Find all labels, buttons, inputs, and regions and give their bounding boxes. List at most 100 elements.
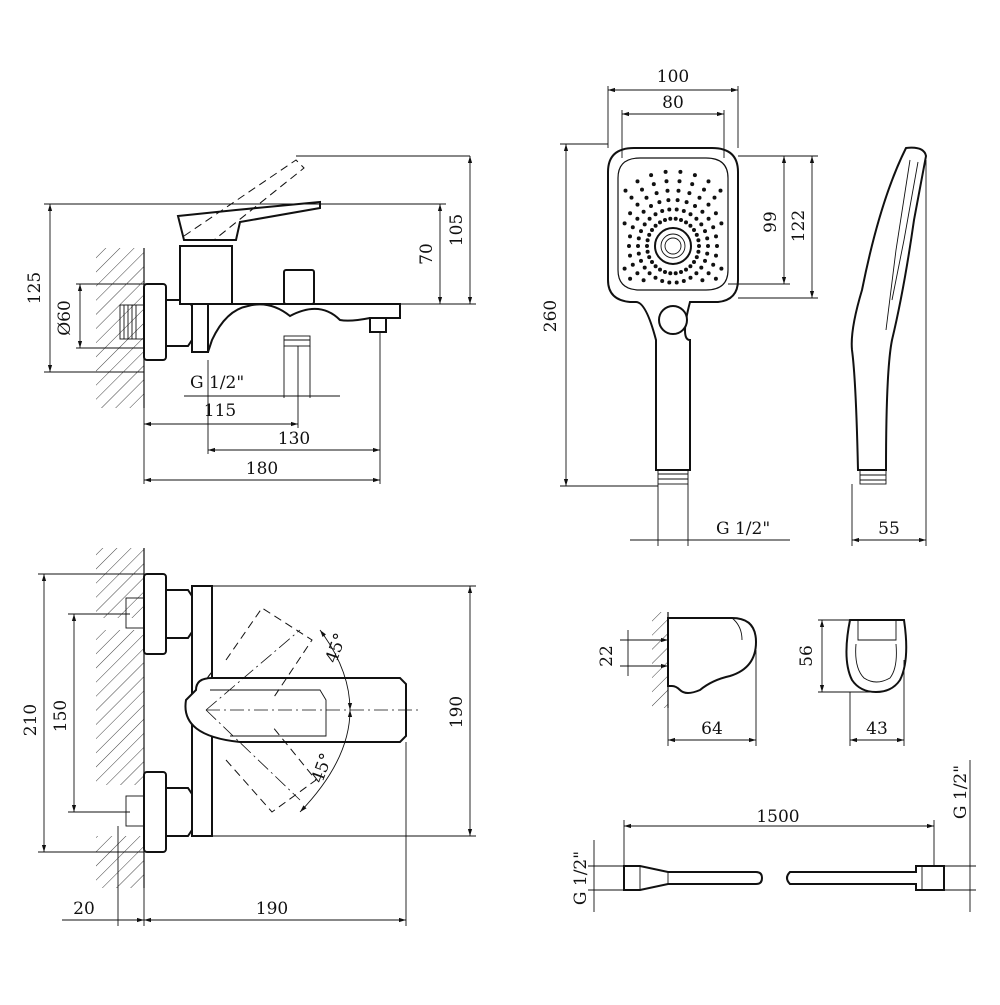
nozzle-dot <box>678 169 683 174</box>
dim-43: 43 <box>866 719 888 739</box>
nozzle-dot <box>644 195 649 200</box>
nozzle-dot <box>647 232 652 237</box>
nozzle-dot <box>653 212 658 217</box>
nozzle-dot <box>660 279 665 283</box>
dim-80: 80 <box>662 93 684 113</box>
nozzle-dot <box>692 173 697 178</box>
dim-g-half-inch-hose-left: G 1/2" <box>571 851 591 905</box>
nozzle-dot <box>697 244 701 248</box>
nozzle-dot <box>630 262 635 267</box>
nozzle-dot <box>660 209 665 213</box>
nozzle-dot <box>665 188 670 193</box>
nozzle-dot <box>679 270 683 274</box>
mixer-column <box>179 245 233 305</box>
nozzle-dot <box>700 209 705 214</box>
nozzle-dot <box>713 276 718 281</box>
nozzle-dot <box>667 207 672 212</box>
nozzle-dot <box>635 271 640 276</box>
nozzle-dot <box>627 244 631 248</box>
dim-20: 20 <box>73 899 95 919</box>
nozzle-dot <box>684 200 689 205</box>
nozzle-dot <box>673 271 678 276</box>
nozzle-dot <box>696 238 701 243</box>
nozzle-dot <box>622 221 627 226</box>
nozzle-dot <box>635 179 640 184</box>
nozzle-dot <box>681 279 686 283</box>
nozzle-dot <box>706 244 710 248</box>
nozzle-dot <box>647 271 652 276</box>
hose-view: 1500 G 1/2" G 1/2" <box>571 760 976 912</box>
nozzle-dot <box>697 195 702 200</box>
nozzle-dot <box>650 260 654 264</box>
nozzle-dot <box>666 198 671 203</box>
holder-front-view: 56 43 <box>797 619 908 746</box>
nozzle-dot <box>664 179 669 184</box>
nozzle-dot <box>635 202 640 207</box>
nozzle-dot <box>676 188 681 193</box>
nozzle-dot <box>630 225 635 230</box>
nozzle-dot <box>653 223 658 228</box>
nozzle-dot <box>628 276 633 281</box>
nozzle-dot <box>699 222 704 227</box>
nozzle-dot <box>622 266 627 271</box>
dim-99: 99 <box>761 211 781 233</box>
hose-right-end <box>786 865 945 891</box>
nozzle-dot <box>688 275 693 280</box>
nozzle-dot <box>663 270 667 274</box>
nozzle-dot <box>694 271 699 276</box>
nozzle-dot <box>688 212 693 217</box>
nozzle-dot <box>715 244 719 248</box>
nozzle-dot <box>706 271 711 276</box>
nozzle-dot <box>700 278 705 283</box>
dim-260: 260 <box>541 300 561 332</box>
nozzle-dot <box>719 221 724 226</box>
nozzle-dot <box>658 267 662 272</box>
nozzle-dot <box>668 271 673 276</box>
nozzle-dot <box>673 216 678 221</box>
dim-210: 210 <box>21 704 41 736</box>
holder-side-view: 22 64 <box>597 612 758 746</box>
mixer-top-view: 45° 45° 210 150 190 20 190 <box>21 548 476 926</box>
nozzle-dot <box>628 234 632 239</box>
nozzle-dot <box>711 225 716 230</box>
nozzle-dot <box>641 209 646 214</box>
nozzle-dot <box>688 223 693 228</box>
nozzle-dot <box>681 209 686 213</box>
nozzle-dot <box>690 182 695 187</box>
nozzle-dot <box>703 229 707 234</box>
nozzle-dot <box>649 173 654 178</box>
nozzle-dot <box>679 218 683 222</box>
nozzle-dot <box>719 266 724 271</box>
hose-left-end <box>623 865 764 891</box>
dim-55: 55 <box>878 519 900 539</box>
nozzle-dot <box>629 195 634 200</box>
dim-g-half-inch-hose-right: G 1/2" <box>951 765 971 819</box>
mixer-handle <box>176 200 321 241</box>
nozzle-dot <box>692 228 696 232</box>
nozzle-dot <box>706 179 711 184</box>
nozzle-grid <box>622 169 724 285</box>
nozzle-dot <box>699 265 704 270</box>
spray-face <box>617 157 729 291</box>
dim-1500: 1500 <box>756 807 799 827</box>
dim-100: 100 <box>657 67 689 87</box>
holder-side-outline <box>667 617 758 694</box>
angle-45-upper: 45° <box>322 631 351 666</box>
nozzle-dot <box>635 216 640 221</box>
dim-115: 115 <box>204 401 236 421</box>
nozzle-dot <box>705 251 710 256</box>
mixer-side-view: 125 Ø60 70 105 G 1/2" 115 130 180 <box>25 155 476 484</box>
nozzle-dot <box>636 251 641 256</box>
nozzle-dot <box>706 202 711 207</box>
nozzle-dot <box>694 255 699 260</box>
dim-22: 22 <box>597 645 617 667</box>
nozzle-dot <box>684 220 688 225</box>
nozzle-dot <box>651 182 656 187</box>
nozzle-dot <box>628 211 633 216</box>
dim-190-right: 190 <box>447 696 467 728</box>
nozzle-dot <box>693 204 697 208</box>
dim-180: 180 <box>246 459 278 479</box>
nozzle-dot <box>674 207 679 212</box>
